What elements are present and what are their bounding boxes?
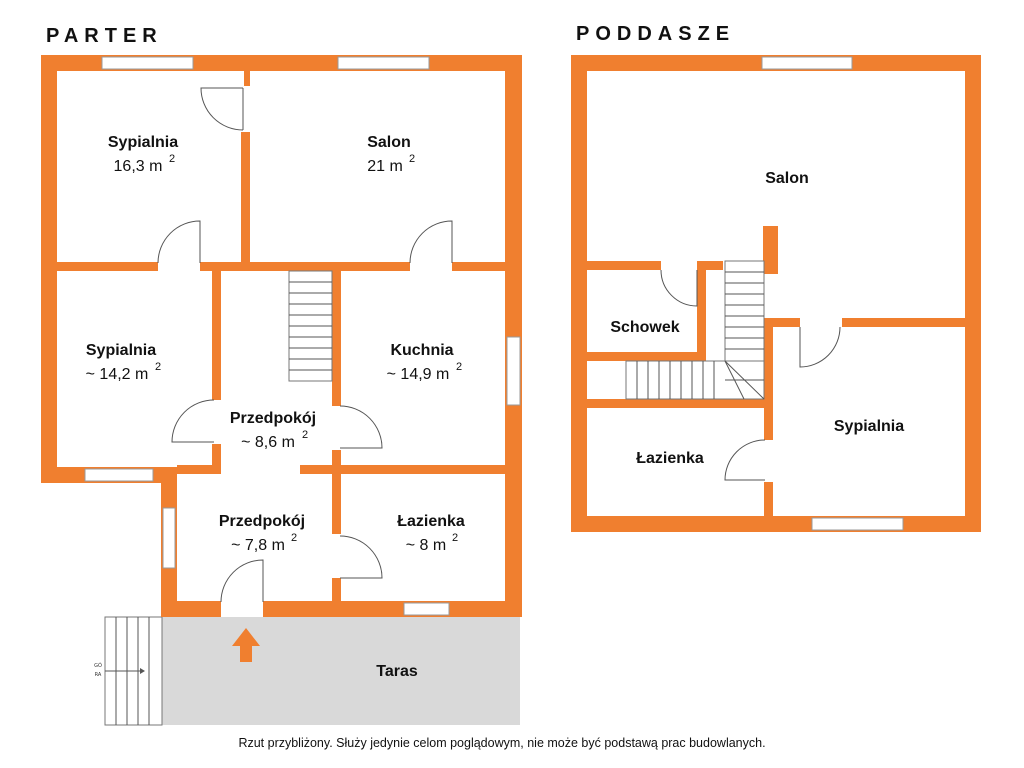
window-kitchen <box>506 336 521 406</box>
door-bedroom1[interactable] <box>200 87 244 131</box>
attic-stairs <box>625 260 765 400</box>
area-unit-sup: 2 <box>409 153 415 165</box>
area-unit-sup: 2 <box>291 532 297 544</box>
room-name-bathroom: Łazienka <box>397 513 465 530</box>
area-unit-sup: 2 <box>456 361 462 373</box>
door-kitchen[interactable] <box>339 405 383 449</box>
attic-floor-title: PODDASZE <box>576 23 735 45</box>
window-salon <box>337 56 430 70</box>
wall-bedroom2-hall <box>212 271 221 467</box>
room-area-hall1: ~ 8,6 m <box>241 434 295 451</box>
room-area-bathroom: ~ 8 m <box>406 537 446 554</box>
room-name-hall1: Przedpokój <box>230 410 316 427</box>
attic-window-bedroom <box>811 517 904 531</box>
attic-door-bedroom[interactable] <box>799 326 841 368</box>
window-bedroom1 <box>101 56 194 70</box>
area-unit-sup: 2 <box>452 532 458 544</box>
terrace <box>162 616 520 725</box>
room-area-kitchen: ~ 14,9 m <box>387 366 450 383</box>
attic-wall-bedroom-left <box>764 318 773 516</box>
wall-mid-horizontal <box>57 262 505 271</box>
terrace-steps: GÓ RA <box>94 616 163 726</box>
ground-floor: GÓ RA <box>41 55 522 726</box>
area-unit-sup: 2 <box>169 153 175 165</box>
entrance-arrow-icon <box>232 628 260 662</box>
wall-hall-divider <box>177 465 505 474</box>
attic-room-name-storage: Schowek <box>610 319 679 336</box>
door-bathroom[interactable] <box>339 535 383 579</box>
room-name-bedroom2: Sypialnia <box>86 342 156 359</box>
ground-stairs <box>288 270 333 382</box>
attic-door-storage[interactable] <box>660 269 698 307</box>
stair-direction-label: GÓ <box>94 662 102 669</box>
stair-direction-label-2: RA <box>95 672 102 678</box>
attic-wall-storage-bottom <box>587 352 706 361</box>
window-bedroom2 <box>84 468 154 482</box>
window-hall <box>162 507 176 569</box>
attic-room-name-bedroom: Sypialnia <box>834 418 904 435</box>
room-name-salon: Salon <box>367 134 411 151</box>
door-bedroom1-hall[interactable] <box>157 220 201 264</box>
room-name-bedroom1: Sypialnia <box>108 134 178 151</box>
door-salon[interactable] <box>409 220 453 264</box>
attic-room-name-salon: Salon <box>765 170 809 187</box>
attic-wall-west <box>571 55 587 532</box>
room-name-kitchen: Kuchnia <box>390 342 453 359</box>
area-unit-sup: 2 <box>155 361 161 373</box>
attic-wall-storage-right <box>697 261 706 361</box>
disclaimer-note: Rzut przybliżony. Służy jedynie celom po… <box>238 736 765 750</box>
door-entrance[interactable] <box>220 559 264 603</box>
attic-wall-bedroom-top <box>764 318 965 327</box>
room-name-terrace: Taras <box>376 663 418 680</box>
wall-east <box>505 55 522 617</box>
attic-room-name-bathroom: Łazienka <box>636 450 704 467</box>
wall-west <box>41 55 57 483</box>
room-area-bedroom1: 16,3 m <box>114 158 163 175</box>
room-area-hall2: ~ 7,8 m <box>231 537 285 554</box>
room-name-hall2: Przedpokój <box>219 513 305 530</box>
attic-wall-storage-top <box>587 261 723 270</box>
attic-window-salon <box>761 56 853 70</box>
attic-wall-south <box>571 516 981 532</box>
ground-floor-title: PARTER <box>46 25 163 47</box>
wall-south <box>161 601 522 617</box>
attic-door-bathroom[interactable] <box>724 439 766 481</box>
attic-wall-stub <box>763 226 778 274</box>
area-unit-sup: 2 <box>302 429 308 441</box>
room-area-bedroom2: ~ 14,2 m <box>86 366 149 383</box>
wall-bedroom-salon <box>241 71 250 264</box>
window-bathroom <box>403 602 450 616</box>
attic-wall-east <box>965 55 981 532</box>
attic-floor: Salon Schowek Łazienka Sypialnia <box>571 55 981 532</box>
door-bedroom2[interactable] <box>171 399 215 443</box>
attic-wall-bathroom-top <box>587 399 773 408</box>
room-area-salon: 21 m <box>367 158 403 175</box>
